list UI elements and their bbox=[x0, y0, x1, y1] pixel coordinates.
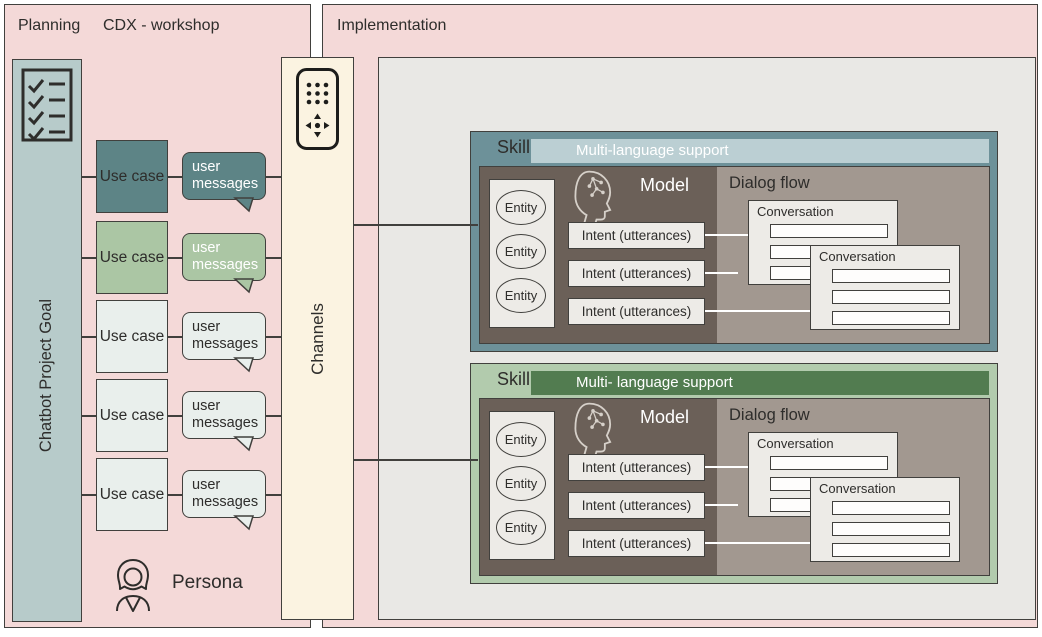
use-case-box: Use case bbox=[96, 458, 168, 531]
woman-icon bbox=[116, 559, 150, 612]
connector-line bbox=[168, 494, 183, 496]
conversation-label: Conversation bbox=[819, 481, 896, 496]
entity-ellipse: Entity bbox=[496, 278, 546, 313]
entity-ellipse: Entity bbox=[496, 234, 546, 269]
entity-panel: Entity Entity Entity bbox=[489, 179, 555, 328]
utterance-bar bbox=[832, 543, 950, 557]
connector-line bbox=[266, 336, 282, 338]
skill-container: Skill Multi-language support Dialog flow… bbox=[470, 131, 998, 352]
channel-skill-connector bbox=[354, 459, 478, 461]
cdx-workshop-heading: CDX - workshop bbox=[103, 17, 220, 34]
dialog-flow-label: Dialog flow bbox=[729, 174, 810, 192]
use-case-box: Use case bbox=[96, 300, 168, 373]
conversation-label: Conversation bbox=[757, 436, 834, 451]
conversation-label: Conversation bbox=[757, 204, 834, 219]
connector-line bbox=[82, 336, 97, 338]
conversation-label: Conversation bbox=[819, 249, 896, 264]
bubble-tail bbox=[233, 196, 255, 212]
utterance-bar bbox=[770, 456, 888, 470]
chatbot-project-goal-box: Chatbot Project Goal bbox=[12, 59, 82, 622]
connector-line bbox=[82, 494, 97, 496]
connector-line bbox=[82, 415, 97, 417]
entity-ellipse: Entity bbox=[496, 510, 546, 545]
use-case-box: Use case bbox=[96, 221, 168, 294]
chatbot-project-goal-label: Chatbot Project Goal bbox=[37, 298, 56, 453]
use-case-box: Use case bbox=[96, 379, 168, 452]
intent-box: Intent (utterances) bbox=[568, 454, 705, 481]
channels-label: Channels bbox=[307, 302, 327, 375]
user-messages-bubble: user messages bbox=[182, 470, 266, 530]
skill-body: Dialog flow Entity Entity Entity bbox=[479, 166, 990, 344]
bubble-tail bbox=[233, 514, 255, 530]
connector-line bbox=[168, 415, 183, 417]
intent-box: Intent (utterances) bbox=[568, 260, 705, 287]
skill-label: Skill bbox=[497, 137, 531, 157]
utterance-bar bbox=[770, 224, 888, 238]
bubble-tail bbox=[233, 435, 255, 451]
connector-line bbox=[266, 257, 282, 259]
multi-language-banner: Multi- language support bbox=[531, 371, 989, 395]
user-messages-bubble: user messages bbox=[182, 152, 266, 212]
user-messages-bubble: user messages bbox=[182, 233, 266, 293]
bubble-tail bbox=[233, 277, 255, 293]
channels-box: Channels bbox=[281, 57, 354, 620]
conversation-card: Conversation bbox=[810, 477, 960, 562]
intent-box: Intent (utterances) bbox=[568, 492, 705, 519]
intent-box: Intent (utterances) bbox=[568, 530, 705, 557]
skill-body: Dialog flow Entity Entity Entity bbox=[479, 398, 990, 576]
user-messages-label: user messages bbox=[192, 398, 259, 431]
utterance-bar bbox=[832, 290, 950, 304]
intent-connector-line bbox=[705, 234, 750, 236]
skill-label: Skill bbox=[497, 369, 531, 389]
connector-line bbox=[266, 176, 282, 178]
head-circuit-icon bbox=[574, 402, 612, 456]
entity-ellipse: Entity bbox=[496, 422, 546, 457]
intent-connector-line bbox=[705, 466, 750, 468]
remote-control-icon bbox=[296, 68, 339, 150]
utterance-bar bbox=[832, 269, 950, 283]
channel-skill-connector bbox=[354, 224, 478, 226]
persona-label: Persona bbox=[172, 572, 243, 593]
checklist-icon bbox=[21, 68, 73, 142]
intent-connector-line bbox=[705, 504, 738, 506]
connector-line bbox=[82, 257, 97, 259]
intent-connector-line bbox=[705, 272, 738, 274]
intent-connector-line bbox=[705, 542, 810, 544]
implementation-heading: Implementation bbox=[337, 17, 447, 34]
connector-line bbox=[168, 336, 183, 338]
connector-line bbox=[266, 494, 282, 496]
intent-connector-line bbox=[705, 310, 810, 312]
user-messages-label: user messages bbox=[192, 159, 259, 192]
connector-line bbox=[266, 415, 282, 417]
connector-line bbox=[82, 176, 97, 178]
user-messages-label: user messages bbox=[192, 477, 259, 510]
model-label: Model bbox=[640, 175, 690, 195]
connector-line bbox=[168, 176, 183, 178]
head-circuit-icon bbox=[574, 170, 612, 224]
multi-language-banner: Multi-language support bbox=[531, 139, 989, 163]
connector-line bbox=[168, 257, 183, 259]
intent-box: Intent (utterances) bbox=[568, 222, 705, 249]
utterance-bar bbox=[832, 522, 950, 536]
user-messages-label: user messages bbox=[192, 319, 259, 352]
utterance-bar bbox=[832, 501, 950, 515]
entity-panel: Entity Entity Entity bbox=[489, 411, 555, 560]
utterance-bar bbox=[832, 311, 950, 325]
use-case-box: Use case bbox=[96, 140, 168, 213]
conversation-card: Conversation bbox=[810, 245, 960, 330]
entity-ellipse: Entity bbox=[496, 190, 546, 225]
skill-container: Skill Multi- language support Dialog flo… bbox=[470, 363, 998, 584]
model-label: Model bbox=[640, 407, 690, 427]
user-messages-bubble: user messages bbox=[182, 391, 266, 451]
user-messages-label: user messages bbox=[192, 240, 259, 273]
entity-ellipse: Entity bbox=[496, 466, 546, 501]
planning-heading: Planning bbox=[18, 17, 81, 34]
bubble-tail bbox=[233, 356, 255, 372]
dialog-flow-label: Dialog flow bbox=[729, 406, 810, 424]
intent-box: Intent (utterances) bbox=[568, 298, 705, 325]
user-messages-bubble: user messages bbox=[182, 312, 266, 372]
